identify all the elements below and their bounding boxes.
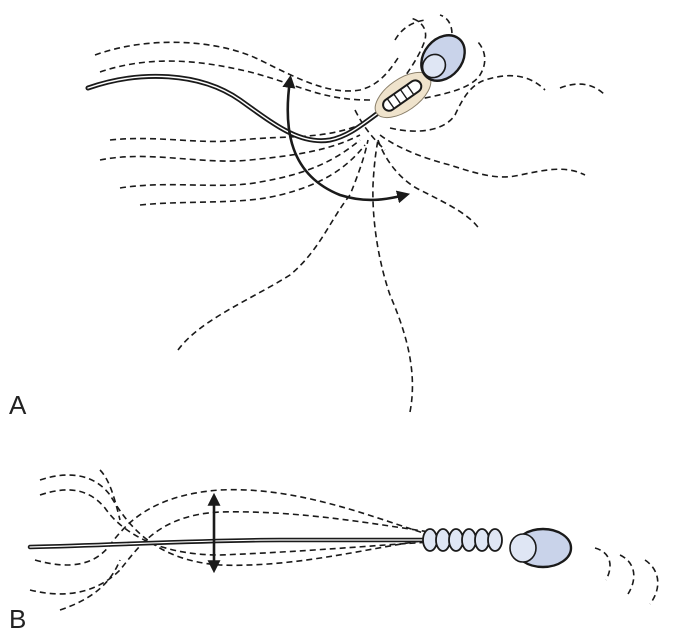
flow-line xyxy=(389,74,546,132)
flow-line xyxy=(394,19,426,41)
flow-line xyxy=(379,134,586,178)
flow-line xyxy=(177,139,369,351)
sperm-head-icon xyxy=(509,527,573,569)
flow-line xyxy=(94,41,401,92)
flow-line xyxy=(619,554,635,595)
sperm-b-midpiece xyxy=(422,528,503,552)
panel-b-flow-lines xyxy=(29,469,659,611)
flow-line xyxy=(119,139,361,189)
flow-line xyxy=(139,144,366,206)
flow-line xyxy=(559,83,606,96)
panel-a xyxy=(85,14,606,413)
flow-line xyxy=(59,559,121,611)
flow-line xyxy=(99,469,121,521)
flow-line xyxy=(644,559,659,605)
panel-label-b: B xyxy=(9,604,27,634)
sperm-head-icon xyxy=(420,34,466,82)
flow-line xyxy=(29,511,431,595)
flow-line xyxy=(404,14,453,96)
curved-double-arrow-icon xyxy=(282,74,411,204)
panel-b xyxy=(27,469,659,611)
flow-line xyxy=(39,474,431,567)
sperm-b xyxy=(27,527,573,569)
flow-line xyxy=(414,41,486,101)
flow-line xyxy=(594,547,611,581)
flow-line xyxy=(34,488,431,566)
flow-line xyxy=(377,139,481,231)
panel-label-a: A xyxy=(9,390,27,420)
